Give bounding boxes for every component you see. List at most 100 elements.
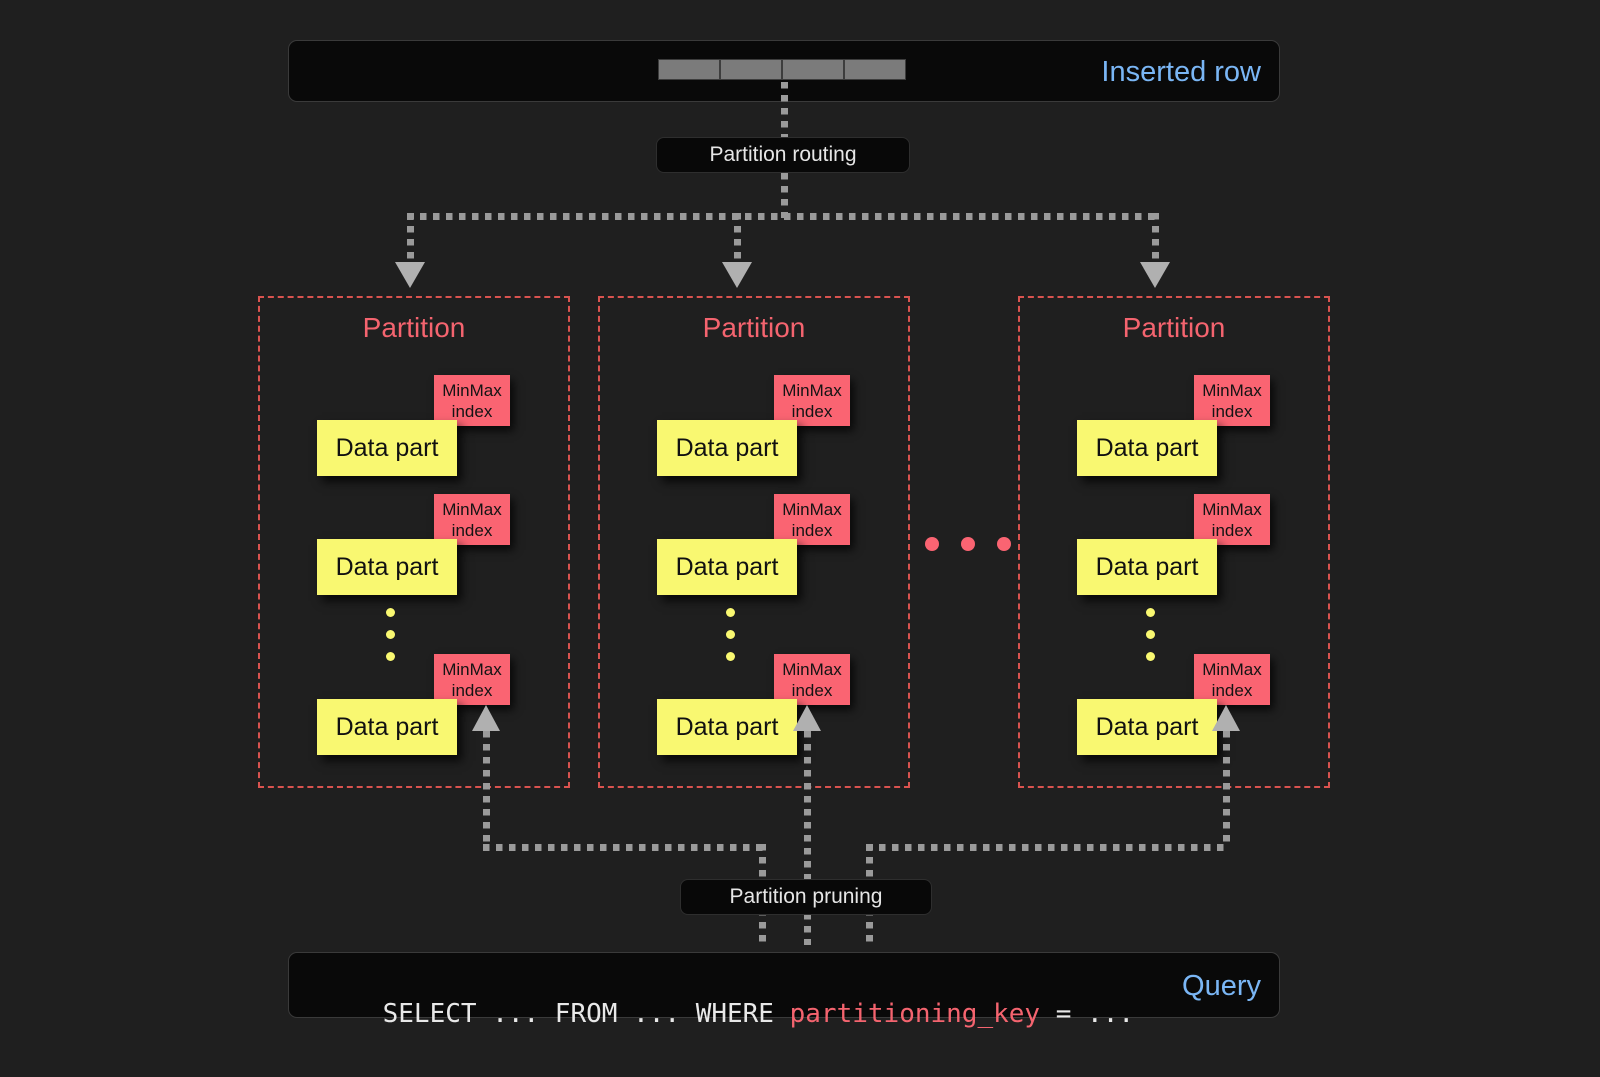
data-part-box: Data part	[317, 699, 457, 755]
data-part-group: MinMax index Data part	[1077, 494, 1277, 595]
minmax-index-line2: index	[791, 401, 833, 421]
data-part-group: MinMax index Data part	[317, 375, 517, 476]
query-sql-text: SELECT ... FROM ... WHERE partitioning_k…	[320, 969, 1134, 1059]
connector-partition2-up	[804, 731, 811, 945]
arrow-up-icon	[472, 705, 500, 731]
minmax-index-line2: index	[451, 680, 493, 700]
row-cell	[782, 59, 844, 80]
arrow-up-icon	[1212, 705, 1240, 731]
connector-routing-down	[781, 173, 788, 218]
arrow-up-icon	[793, 705, 821, 731]
data-part-box: Data part	[317, 420, 457, 476]
data-part-box: Data part	[657, 420, 797, 476]
data-part-group: MinMax index Data part	[1077, 654, 1277, 755]
arrow-down-icon	[1140, 262, 1170, 288]
connector-partition3-horizontal	[866, 844, 1230, 851]
ellipsis-dot	[1146, 630, 1155, 639]
minmax-index-line1: MinMax	[442, 659, 502, 679]
minmax-index-line1: MinMax	[1202, 380, 1262, 400]
ellipsis-dot	[386, 630, 395, 639]
partition-title: Partition	[702, 312, 806, 343]
arrow-down-icon	[722, 262, 752, 288]
data-part-group: MinMax index Data part	[1077, 375, 1277, 476]
minmax-index-line1: MinMax	[442, 380, 502, 400]
connector-row-to-routing	[781, 82, 788, 138]
ellipsis-dot	[726, 630, 735, 639]
minmax-index-line1: MinMax	[782, 659, 842, 679]
row-cell	[658, 59, 720, 80]
ellipsis-dot	[386, 608, 395, 617]
data-part-box: Data part	[1077, 539, 1217, 595]
query-panel: Query	[288, 952, 1280, 1018]
minmax-index-box: MinMax index	[1194, 375, 1270, 426]
query-label: Query	[1182, 970, 1261, 1002]
data-part-group: MinMax index Data part	[317, 654, 517, 755]
connector-partition3-up	[1223, 731, 1230, 848]
minmax-index-box: MinMax index	[774, 375, 850, 426]
minmax-index-line1: MinMax	[782, 499, 842, 519]
partitions-ellipsis	[925, 537, 1011, 551]
data-parts-ellipsis	[726, 608, 736, 674]
minmax-index-box: MinMax index	[1194, 494, 1270, 545]
partition-pruning-box[interactable]: Partition pruning	[680, 879, 932, 915]
connector-partition1-horizontal	[483, 844, 766, 851]
data-part-box: Data part	[317, 539, 457, 595]
partition-title: Partition	[362, 312, 466, 343]
query-text-prefix: SELECT ... FROM ... WHERE	[382, 999, 790, 1029]
minmax-index-box: MinMax index	[434, 654, 510, 705]
data-part-box: Data part	[1077, 699, 1217, 755]
partition-title: Partition	[1122, 312, 1226, 343]
minmax-index-line1: MinMax	[1202, 659, 1262, 679]
ellipsis-dot	[1146, 608, 1155, 617]
data-part-group: MinMax index Data part	[317, 494, 517, 595]
minmax-index-box: MinMax index	[774, 654, 850, 705]
connector-fanout-left	[407, 213, 414, 267]
ellipsis-dot	[386, 652, 395, 661]
arrow-down-icon	[395, 262, 425, 288]
ellipsis-dot	[726, 652, 735, 661]
data-part-box: Data part	[657, 699, 797, 755]
query-highlight-key: partitioning_key	[789, 999, 1041, 1029]
minmax-index-line2: index	[1211, 401, 1253, 421]
inserted-row-label: Inserted row	[1101, 56, 1261, 88]
ellipsis-dot	[961, 537, 975, 551]
ellipsis-dot	[1146, 652, 1155, 661]
connector-fanout-right	[1152, 213, 1159, 267]
ellipsis-dot	[997, 537, 1011, 551]
partition-routing-label: Partition routing	[709, 143, 857, 166]
minmax-index-line2: index	[1211, 680, 1253, 700]
row-cell	[844, 59, 906, 80]
minmax-index-box: MinMax index	[1194, 654, 1270, 705]
data-part-box: Data part	[1077, 420, 1217, 476]
partition-pruning-label: Partition pruning	[729, 885, 883, 908]
minmax-index-line2: index	[791, 680, 833, 700]
connector-fanout-middle	[734, 213, 741, 267]
minmax-index-line1: MinMax	[1202, 499, 1262, 519]
data-part-group: MinMax index Data part	[657, 654, 857, 755]
partition-box-1[interactable]: Partition MinMax index Data part MinMax …	[258, 296, 570, 788]
minmax-index-box: MinMax index	[434, 494, 510, 545]
inserted-row-cells	[658, 59, 906, 80]
query-text-suffix: = ...	[1040, 999, 1134, 1029]
minmax-index-line2: index	[451, 520, 493, 540]
data-parts-ellipsis	[386, 608, 396, 674]
connector-partition1-up	[483, 731, 490, 848]
minmax-index-line2: index	[1211, 520, 1253, 540]
partition-box-2[interactable]: Partition MinMax index Data part MinMax …	[598, 296, 910, 788]
connector-fanout-horizontal	[407, 213, 1159, 220]
data-part-group: MinMax index Data part	[657, 375, 857, 476]
ellipsis-dot	[925, 537, 939, 551]
minmax-index-line1: MinMax	[782, 380, 842, 400]
data-parts-ellipsis	[1146, 608, 1156, 674]
row-cell	[720, 59, 782, 80]
minmax-index-line1: MinMax	[442, 499, 502, 519]
partition-routing-box[interactable]: Partition routing	[656, 137, 910, 173]
minmax-index-line2: index	[791, 520, 833, 540]
data-part-box: Data part	[657, 539, 797, 595]
ellipsis-dot	[726, 608, 735, 617]
minmax-index-line2: index	[451, 401, 493, 421]
partition-box-3[interactable]: Partition MinMax index Data part MinMax …	[1018, 296, 1330, 788]
minmax-index-box: MinMax index	[774, 494, 850, 545]
data-part-group: MinMax index Data part	[657, 494, 857, 595]
